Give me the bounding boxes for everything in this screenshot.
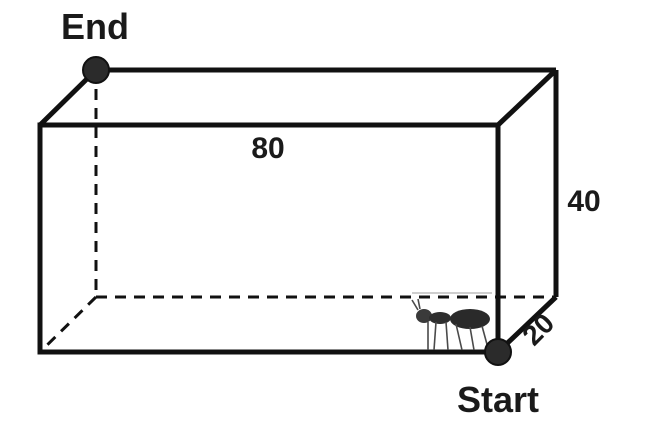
end-label: End xyxy=(61,6,129,47)
front-face xyxy=(37,122,501,355)
depth-label: 20 xyxy=(516,307,560,351)
length-label: 80 xyxy=(251,132,284,165)
visible-edges xyxy=(37,67,559,355)
height-label: 40 xyxy=(567,185,600,218)
end-point xyxy=(82,56,110,84)
start-label: Start xyxy=(457,379,539,420)
ant-icon xyxy=(411,292,492,351)
hidden-edges xyxy=(38,70,556,354)
top-right-diagonal-edge xyxy=(496,68,558,127)
hidden-bottom-diagonal-edge xyxy=(38,295,98,354)
start-point xyxy=(484,338,512,366)
